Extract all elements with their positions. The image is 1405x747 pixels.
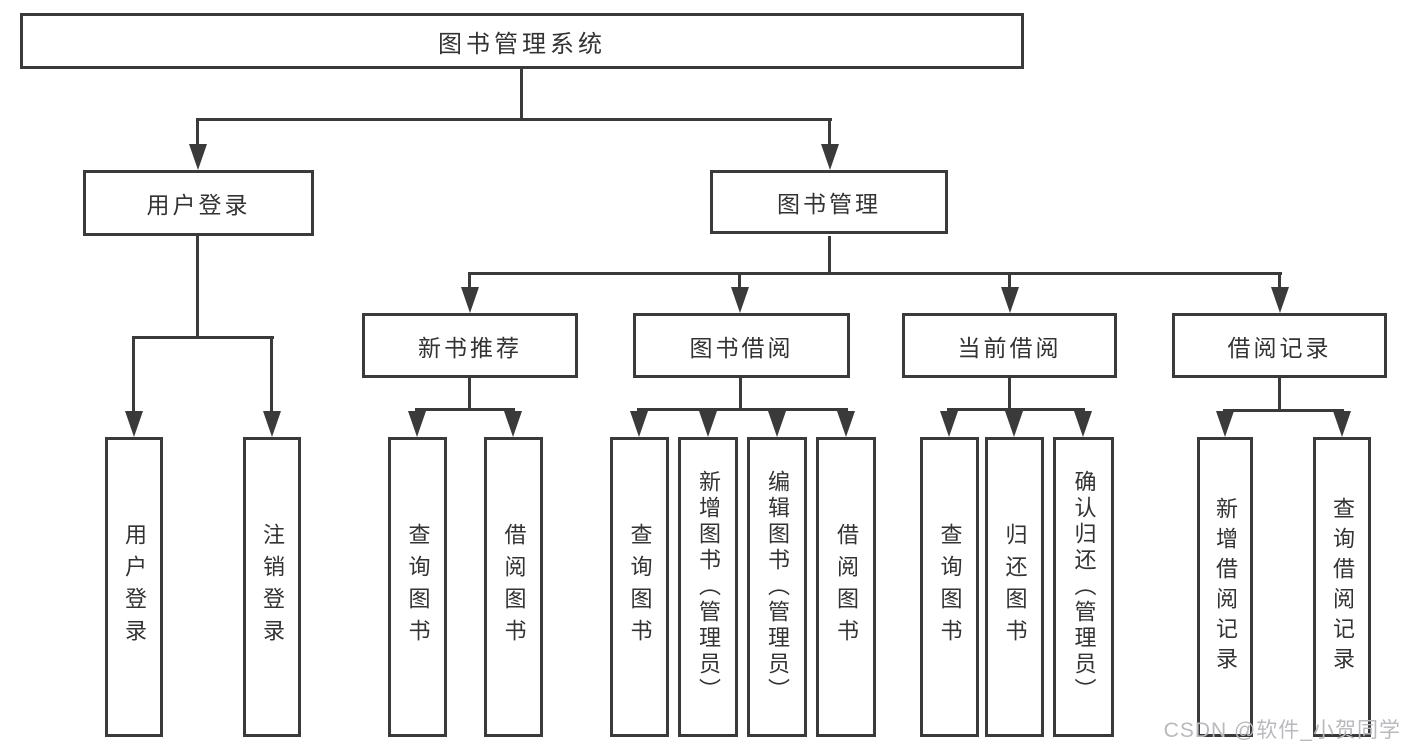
arrowhead-down-icon	[1074, 411, 1092, 437]
arrowhead-down-icon	[768, 411, 786, 437]
arrowhead-down-icon	[1005, 411, 1023, 437]
arrowhead-down-icon	[821, 144, 839, 170]
node-user-login: 用户登录	[83, 170, 314, 236]
arrowhead-down-icon	[125, 411, 143, 437]
edge-userlogin-drop	[132, 336, 135, 411]
edge-borrow-trunk	[739, 378, 742, 411]
edge-newbook-trunk	[468, 378, 471, 411]
leaf-return-book: 归还图书	[985, 437, 1044, 737]
watermark: CSDN @软件_小贺同学	[1163, 719, 1401, 742]
arrowhead-down-icon	[940, 411, 958, 437]
arrowhead-down-icon	[408, 411, 426, 437]
edge-userlogin-bar	[132, 336, 274, 339]
leaf-add-book-admin: 新增图书（管理员）	[678, 437, 738, 737]
edge-bookmgmt-bar	[468, 272, 1282, 275]
leaf-edit-book-admin: 编辑图书（管理员）	[747, 437, 807, 737]
leaf-user-login: 用户登录	[105, 437, 163, 737]
arrowhead-down-icon	[461, 287, 479, 313]
edge-bookmgmt-drop	[468, 272, 471, 287]
leaf-borrow-books: 借阅图书	[816, 437, 876, 737]
edge-userlogin-trunk	[196, 236, 199, 339]
edge-root-bar	[196, 118, 832, 121]
edge-bookmgmt-trunk	[828, 236, 831, 275]
node-book-management: 图书管理	[710, 170, 948, 234]
edge-root-right-drop	[828, 118, 831, 144]
edge-current-bar	[947, 408, 1085, 411]
node-book-borrowing: 图书借阅	[633, 313, 850, 378]
arrowhead-down-icon	[189, 144, 207, 170]
edge-records-bar	[1223, 409, 1344, 412]
edge-borrow-bar	[637, 408, 848, 411]
node-current-borrowing: 当前借阅	[902, 313, 1117, 378]
arrowhead-down-icon	[1001, 287, 1019, 313]
node-root: 图书管理系统	[20, 13, 1024, 69]
arrowhead-down-icon	[837, 411, 855, 437]
edge-current-trunk	[1008, 378, 1011, 411]
leaf-borrow-books: 借阅图书	[484, 437, 543, 737]
arrowhead-down-icon	[630, 411, 648, 437]
leaf-add-borrow-record: 新增借阅记录	[1197, 437, 1253, 737]
edge-bookmgmt-drop	[1278, 272, 1281, 287]
edge-records-trunk	[1278, 378, 1281, 412]
arrowhead-down-icon	[1333, 411, 1351, 437]
edge-root-left-drop	[196, 118, 199, 144]
arrowhead-down-icon	[1216, 411, 1234, 437]
leaf-query-borrow-record: 查询借阅记录	[1313, 437, 1371, 737]
arrowhead-down-icon	[731, 287, 749, 313]
node-borrowing-records: 借阅记录	[1172, 313, 1387, 378]
edge-userlogin-drop	[270, 336, 273, 411]
edge-newbook-bar	[415, 408, 515, 411]
leaf-query-books: 查询图书	[388, 437, 447, 737]
leaf-logout: 注销登录	[243, 437, 301, 737]
node-new-book-recommend: 新书推荐	[362, 313, 578, 378]
edge-bookmgmt-drop	[1008, 272, 1011, 287]
arrowhead-down-icon	[699, 411, 717, 437]
arrowhead-down-icon	[504, 411, 522, 437]
edge-root-trunk	[520, 69, 523, 121]
leaf-confirm-return-admin: 确认归还（管理员）	[1053, 437, 1114, 737]
arrowhead-down-icon	[263, 411, 281, 437]
edge-bookmgmt-drop	[738, 272, 741, 287]
leaf-query-books: 查询图书	[920, 437, 979, 737]
arrowhead-down-icon	[1271, 287, 1289, 313]
leaf-query-books: 查询图书	[610, 437, 669, 737]
